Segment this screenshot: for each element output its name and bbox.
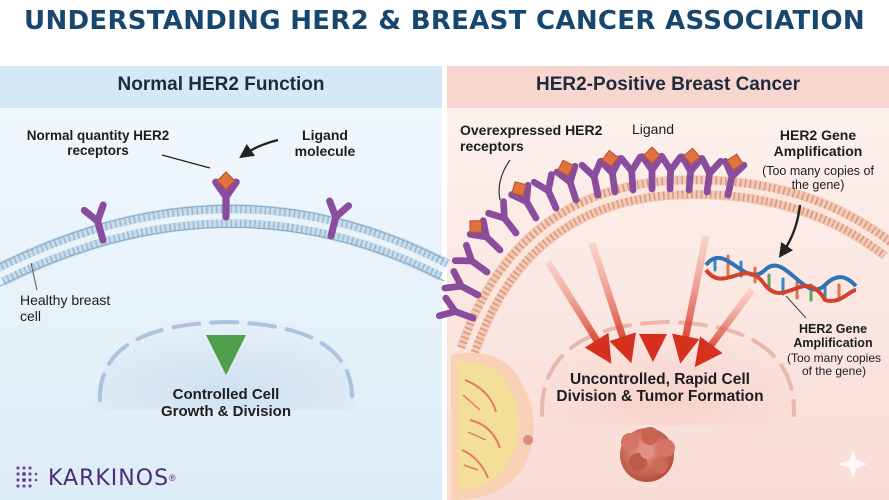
- receptor-pointer: [161, 154, 211, 169]
- tumor: [620, 427, 675, 482]
- left-panel-title: Normal HER2 Function: [117, 74, 325, 95]
- left-panel-header-band: [0, 66, 442, 108]
- right-panel-title: HER2-Positive Breast Cancer: [536, 74, 800, 95]
- overexpressed-pointer: [498, 159, 511, 201]
- amplification-top-title: HER2 Gene Amplification: [773, 127, 863, 159]
- right-ligand-label: Ligand: [632, 121, 675, 137]
- amplification-bottom-pointer: [785, 295, 807, 319]
- ligand-molecule-label: Ligand molecule: [294, 127, 356, 159]
- right-panel-header-band: [447, 66, 889, 108]
- logo-wordmark: KARKINOS: [48, 465, 170, 491]
- logo-dots-icon: [16, 466, 38, 488]
- logo-registered-mark: ®: [169, 473, 176, 483]
- cell-pointer: [30, 262, 38, 291]
- normal-outcome-label: Controlled Cell Growth & Division: [160, 386, 291, 420]
- amplification-top-note: (Too many copies of the gene): [762, 164, 874, 192]
- breast-illustration: [451, 352, 534, 500]
- amplification-top-pointer: [778, 204, 802, 258]
- overexpressed-receptors-label: Overexpressed HER2 receptors: [460, 122, 603, 154]
- dna-helix: [704, 254, 858, 303]
- amplification-bottom-title: HER2 Gene Amplification: [793, 322, 873, 350]
- page-title: UNDERSTANDING HER2 & BREAST CANCER ASSOC…: [24, 6, 865, 36]
- healthy-cell-label: Healthy breast cell: [20, 292, 111, 324]
- cancer-outcome-label: Uncontrolled, Rapid Cell Division & Tumo…: [556, 371, 764, 406]
- amplification-bottom-note: (Too many copies of the gene): [786, 351, 882, 379]
- left-panel-background: [0, 66, 442, 500]
- normal-receptors-label: Normal quantity HER2 receptors: [26, 128, 170, 159]
- sparkle-icon: [839, 450, 867, 478]
- karkinos-logo: KARKINOS ®: [14, 463, 176, 493]
- uncontrolled-signal-arrows: [545, 232, 755, 368]
- ligand-pointer: [239, 138, 279, 159]
